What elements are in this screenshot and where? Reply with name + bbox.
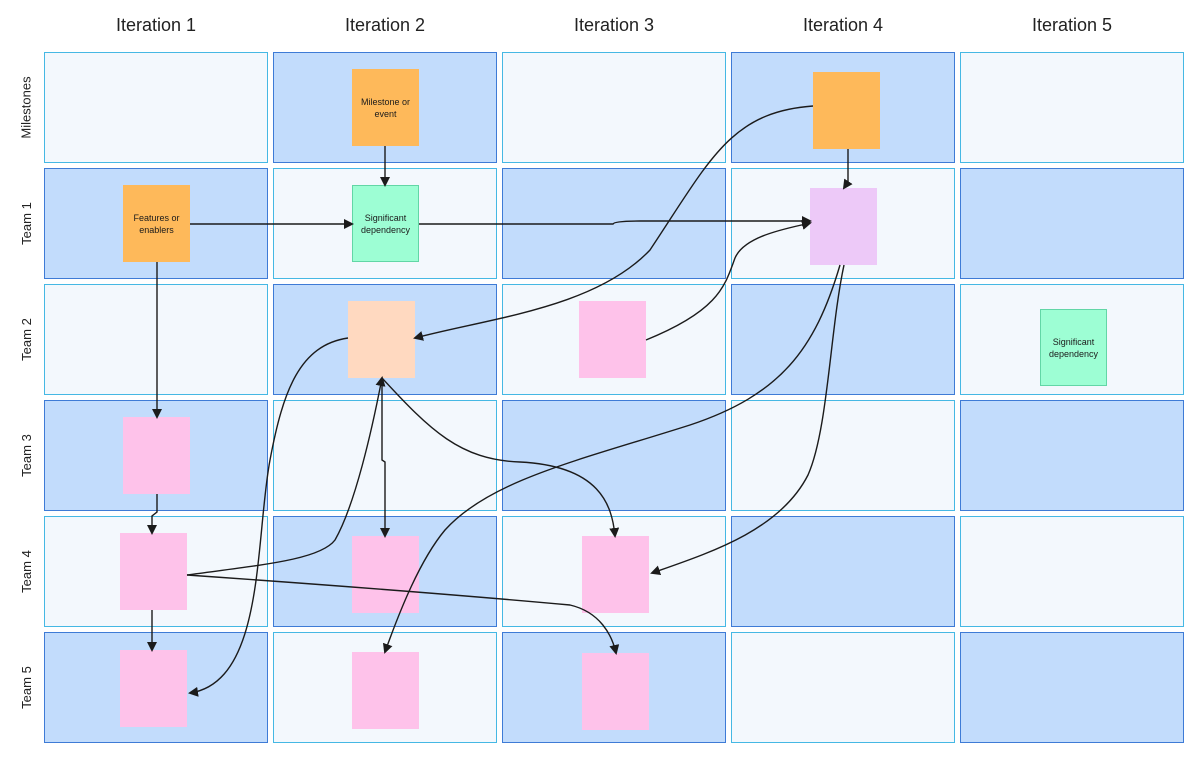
row-label-team-2: Team 2 <box>6 284 46 395</box>
column-header-iteration-3: Iteration 3 <box>573 15 655 35</box>
column-header-iteration-4: Iteration 4 <box>802 15 884 35</box>
column-header-iteration-2: Iteration 2 <box>344 15 426 35</box>
sticky-note-significant-dependency-iteration-5[interactable]: Significant dependency <box>1040 309 1107 386</box>
cell-team-1-iteration-5[interactable] <box>960 168 1184 279</box>
sticky-note-significant-dependency[interactable]: Significant dependency <box>352 185 419 262</box>
cell-team-3-iteration-3[interactable] <box>502 400 726 511</box>
cell-team-3-iteration-2[interactable] <box>273 400 497 511</box>
sticky-note-team-1-iteration-4[interactable] <box>810 188 877 265</box>
row-label-text: Team 3 <box>18 434 34 477</box>
sticky-note-milestone-event[interactable]: Milestone or event <box>352 69 419 146</box>
row-label-text: Team 2 <box>18 318 34 361</box>
row-label-text: Milestones <box>18 76 34 139</box>
row-label-text: Team 4 <box>18 550 34 593</box>
sticky-note-team-4-iteration-1[interactable] <box>120 533 187 610</box>
cell-team-2-iteration-4[interactable] <box>731 284 955 395</box>
row-label-team-5: Team 5 <box>6 632 46 743</box>
column-header-iteration-1: Iteration 1 <box>115 15 197 35</box>
row-label-team-3: Team 3 <box>6 400 46 511</box>
cell-team-1-iteration-3[interactable] <box>502 168 726 279</box>
row-label-team-4: Team 4 <box>6 516 46 627</box>
sticky-note-team-5-iteration-1[interactable] <box>120 650 187 727</box>
sticky-note-team-4-iteration-2[interactable] <box>352 536 419 613</box>
cell-team-4-iteration-5[interactable] <box>960 516 1184 627</box>
cell-team-5-iteration-5[interactable] <box>960 632 1184 743</box>
sticky-note-team-3-iteration-1[interactable] <box>123 417 190 494</box>
sticky-note-milestone-iteration-4[interactable] <box>813 72 880 149</box>
cell-milestones-iteration-1[interactable] <box>44 52 268 163</box>
cell-milestones-iteration-3[interactable] <box>502 52 726 163</box>
row-label-team-1: Team 1 <box>6 168 46 279</box>
row-label-text: Team 1 <box>18 202 34 245</box>
cell-milestones-iteration-5[interactable] <box>960 52 1184 163</box>
sticky-note-team-5-iteration-3[interactable] <box>582 653 649 730</box>
sticky-note-team-2-iteration-3[interactable] <box>579 301 646 378</box>
row-label-milestones: Milestones <box>6 52 46 163</box>
sticky-note-team-5-iteration-2[interactable] <box>352 652 419 729</box>
cell-team-4-iteration-4[interactable] <box>731 516 955 627</box>
column-header-iteration-5: Iteration 5 <box>1031 15 1113 35</box>
sticky-note-team-4-iteration-3[interactable] <box>582 536 649 613</box>
cell-team-5-iteration-4[interactable] <box>731 632 955 743</box>
sticky-note-team-2-iteration-2[interactable] <box>348 301 415 378</box>
cell-team-3-iteration-4[interactable] <box>731 400 955 511</box>
cell-team-3-iteration-5[interactable] <box>960 400 1184 511</box>
sticky-note-features-enablers[interactable]: Features or enablers <box>123 185 190 262</box>
cell-team-2-iteration-1[interactable] <box>44 284 268 395</box>
row-label-text: Team 5 <box>18 666 34 709</box>
